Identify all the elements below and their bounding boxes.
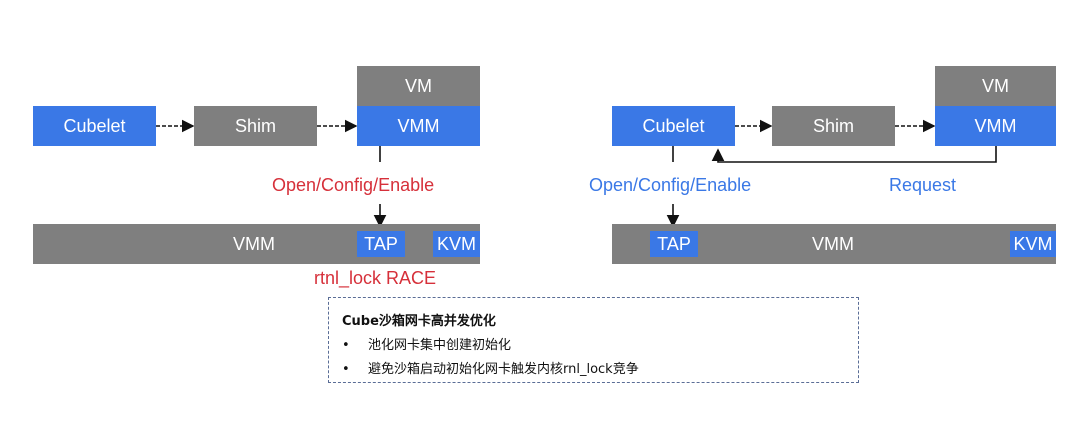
note-title: Cube沙箱网卡高并发优化 — [342, 314, 496, 329]
left-race-label: rtnl_lock RACE — [314, 268, 437, 288]
right-cubelet-label: Cubelet — [642, 115, 705, 136]
right-vmm-box: VMM — [935, 106, 1056, 146]
left-shim-label: Shim — [234, 115, 276, 136]
right-request-label: Request — [889, 175, 957, 195]
left-tap-label: TAP — [364, 233, 398, 254]
bullet-icon: • — [342, 338, 350, 353]
left-vm-label: VM — [405, 75, 432, 96]
note-item-text: 避免沙箱启动初始化网卡触发内核rnl_lock竞争 — [368, 362, 639, 377]
note-item-text: 池化网卡集中创建初始化 — [368, 338, 512, 353]
left-shim-box: Shim — [194, 106, 317, 146]
note-item: • 池化网卡集中创建初始化 — [342, 334, 511, 353]
right-shim-box: Shim — [772, 106, 895, 146]
right-shim-label: Shim — [812, 115, 854, 136]
right-call-label: Open/Config/Enable — [589, 175, 752, 195]
left-host-vmm-label: VMM — [233, 233, 275, 254]
note-item: • 避免沙箱启动初始化网卡触发内核rnl_lock竞争 — [342, 358, 639, 377]
left-vmm-box: VMM — [357, 106, 480, 146]
optimization-note: Cube沙箱网卡高并发优化 • 池化网卡集中创建初始化 • 避免沙箱启动初始化网卡触… — [328, 297, 859, 383]
left-kvm-label: KVM — [436, 233, 476, 254]
left-host-bar: VMM — [33, 224, 480, 264]
left-kvm-chip: KVM — [433, 231, 480, 257]
left-call-label: Open/Config/Enable — [272, 175, 435, 195]
right-host-bar: VMM — [612, 224, 1056, 264]
right-tap-label: TAP — [657, 233, 691, 254]
left-cubelet-box: Cubelet — [33, 106, 156, 146]
right-kvm-chip: KVM — [1010, 231, 1056, 257]
right-vm-label: VM — [982, 75, 1009, 96]
right-kvm-label: KVM — [1013, 233, 1053, 254]
right-host-vmm-label: VMM — [812, 233, 854, 254]
right-arrow-request — [711, 146, 997, 163]
right-tap-chip: TAP — [650, 231, 698, 257]
right-vm-box: VM — [935, 66, 1056, 106]
left-vmm-label: VMM — [397, 115, 440, 136]
right-cubelet-box: Cubelet — [612, 106, 735, 146]
left-tap-chip: TAP — [357, 231, 405, 257]
right-vmm-label: VMM — [974, 115, 1017, 136]
bullet-icon: • — [342, 362, 350, 377]
left-cubelet-label: Cubelet — [63, 115, 126, 136]
left-vm-box: VM — [357, 66, 480, 106]
